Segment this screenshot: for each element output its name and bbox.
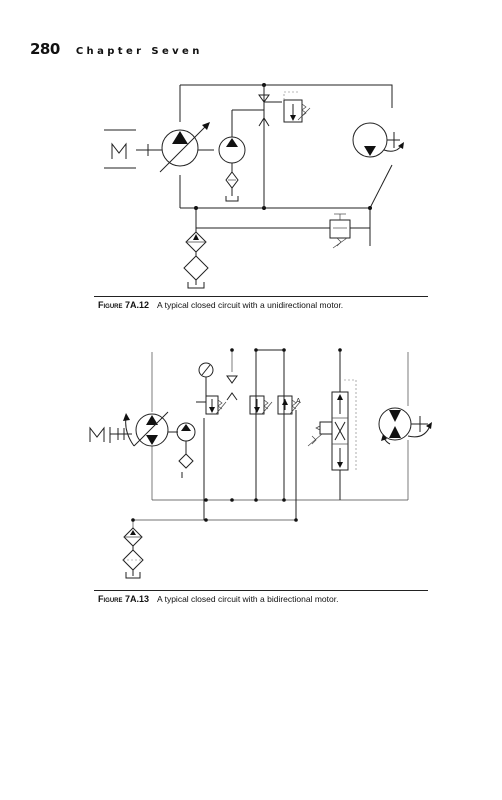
caption-text: A typical closed circuit with a unidirec… <box>157 300 344 310</box>
pressure-gauge-icon <box>198 362 214 396</box>
running-header: 280 Chapter Seven <box>30 40 203 62</box>
junction-dot <box>204 498 208 502</box>
figure-7a12-diagram <box>104 83 404 289</box>
flushing-valve-icon <box>329 213 351 249</box>
hydraulic-motor-icon <box>378 407 432 445</box>
crossover-relief-valve-icon <box>277 395 301 415</box>
figure-label: Figure 7A.13 <box>98 594 150 604</box>
junction-dot <box>230 498 234 502</box>
variable-pump-icon <box>159 122 214 173</box>
electric-motor-icon <box>104 129 162 169</box>
junction-dot <box>282 498 286 502</box>
junction-dot <box>294 518 298 522</box>
filter-icon <box>122 549 144 576</box>
junction-dot <box>254 348 258 352</box>
junction-dot <box>254 498 258 502</box>
figure-label: Figure 7A.12 <box>98 300 150 310</box>
junction-dot <box>194 206 198 210</box>
check-valve-icon <box>258 85 270 208</box>
charge-pump-icon <box>218 109 264 202</box>
tank-icon <box>187 282 205 289</box>
relief-valve-icon <box>196 395 227 415</box>
junction-dot <box>282 348 286 352</box>
electric-motor-icon <box>89 426 132 443</box>
chapter-title: Chapter Seven <box>75 46 203 57</box>
caption-rule <box>94 296 428 297</box>
figure-7a13-diagram: A <box>89 348 432 579</box>
hydraulic-motor-icon <box>352 122 404 158</box>
junction-dot <box>338 348 342 352</box>
crossover-relief-valve-icon <box>249 395 273 415</box>
tank-icon <box>125 572 141 579</box>
figure-caption: Figure 7A.12 A typical closed circuit wit… <box>98 300 343 310</box>
junction-dot <box>131 518 135 522</box>
variable-pump-icon <box>123 411 178 447</box>
valve-label-text: A <box>296 398 301 405</box>
junction-dot <box>230 348 234 352</box>
caption-text: A typical closed circuit with a bidirect… <box>157 594 339 604</box>
cooler-icon <box>123 527 143 550</box>
relief-valve-icon <box>264 91 311 123</box>
filter-icon <box>183 252 209 285</box>
figure-caption: Figure 7A.13 A typical closed circuit wit… <box>98 594 338 604</box>
shuttle-valve-icon <box>307 391 349 471</box>
junction-dot <box>204 518 208 522</box>
charge-pump-icon <box>176 422 196 478</box>
page-number: 280 <box>30 40 60 58</box>
junction-dot <box>368 206 372 210</box>
cooler-icon <box>185 228 207 253</box>
caption-rule <box>94 590 428 591</box>
check-valve-icon <box>226 375 238 401</box>
